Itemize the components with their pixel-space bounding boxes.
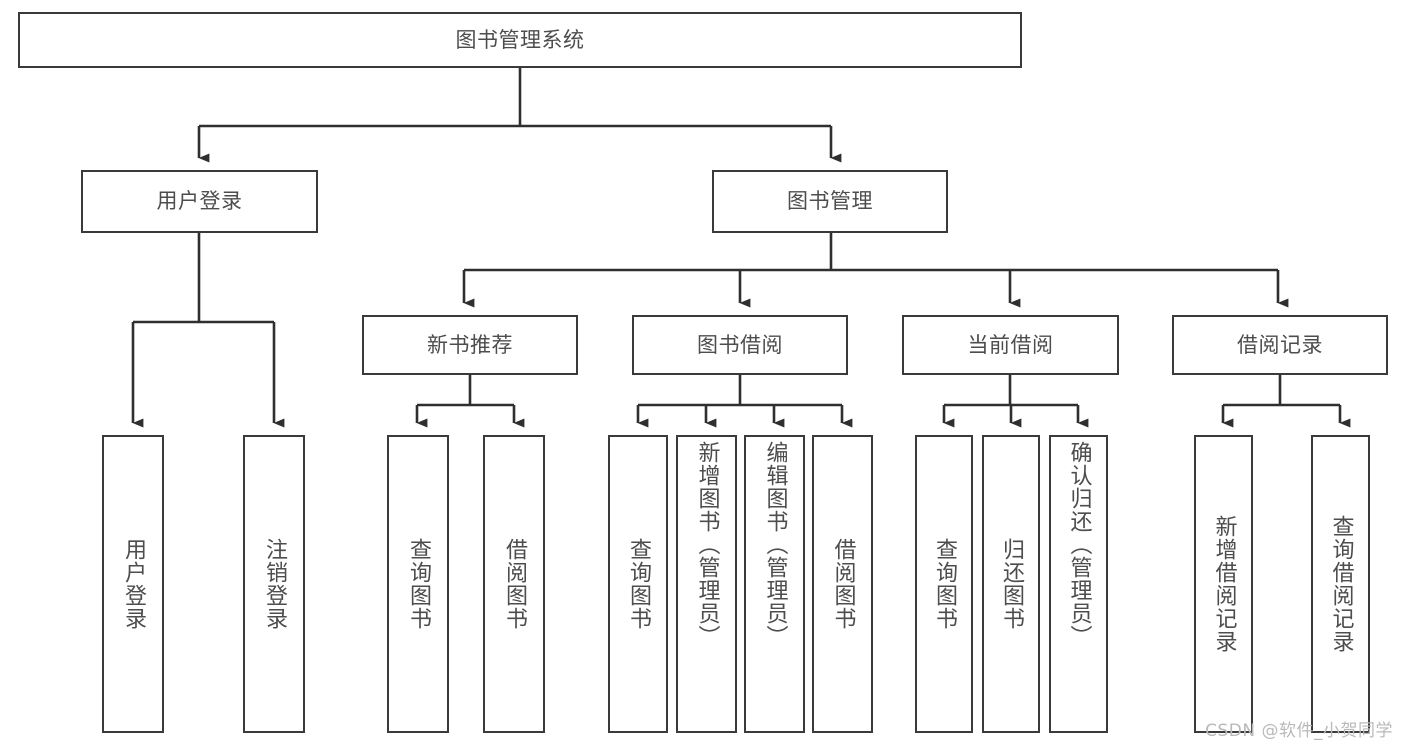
- node-leaf-confirm-return-label: 确认归还（管理员）: [1066, 441, 1092, 648]
- node-leaf-user-logout[interactable]: 注销登录: [243, 435, 305, 733]
- node-leaf-user-login-label: 用户登录: [121, 538, 146, 630]
- node-root[interactable]: 图书管理系统: [18, 12, 1022, 68]
- node-borrow-record-label: 借阅记录: [1237, 332, 1323, 357]
- node-leaf-user-logout-label: 注销登录: [262, 538, 287, 630]
- node-leaf-borrow-book-2[interactable]: 借阅图书: [812, 435, 873, 733]
- node-new-book-recommend-label: 新书推荐: [427, 332, 513, 357]
- node-leaf-add-record[interactable]: 新增借阅记录: [1194, 435, 1253, 733]
- node-leaf-add-book[interactable]: 新增图书（管理员）: [676, 435, 737, 733]
- node-leaf-borrow-book-1-label: 借阅图书: [502, 538, 527, 630]
- node-leaf-edit-book-label: 编辑图书（管理员）: [762, 441, 788, 648]
- node-leaf-borrow-book-1[interactable]: 借阅图书: [483, 435, 545, 733]
- node-user-login-label: 用户登录: [156, 189, 243, 214]
- node-leaf-return-book-label: 归还图书: [999, 538, 1024, 630]
- node-leaf-query-book-2[interactable]: 查询图书: [608, 435, 668, 733]
- node-leaf-query-book-3[interactable]: 查询图书: [915, 435, 973, 733]
- node-leaf-add-book-label: 新增图书（管理员）: [694, 441, 720, 648]
- node-leaf-query-book-1[interactable]: 查询图书: [387, 435, 449, 733]
- node-book-manage[interactable]: 图书管理: [712, 170, 948, 233]
- node-leaf-borrow-book-2-label: 借阅图书: [830, 538, 856, 630]
- node-leaf-edit-book[interactable]: 编辑图书（管理员）: [744, 435, 805, 733]
- node-leaf-query-book-3-label: 查询图书: [932, 538, 957, 630]
- node-borrow-record[interactable]: 借阅记录: [1172, 315, 1388, 375]
- node-book-borrow-label: 图书借阅: [697, 332, 783, 357]
- csdn-watermark: CSDN @软件_小贺同学: [1205, 721, 1393, 741]
- node-leaf-query-book-2-label: 查询图书: [626, 538, 651, 630]
- node-leaf-confirm-return[interactable]: 确认归还（管理员）: [1049, 435, 1108, 733]
- node-leaf-query-record[interactable]: 查询借阅记录: [1311, 435, 1370, 733]
- node-new-book-recommend[interactable]: 新书推荐: [362, 315, 578, 375]
- node-leaf-add-record-label: 新增借阅记录: [1211, 515, 1237, 653]
- node-leaf-user-login[interactable]: 用户登录: [102, 435, 164, 733]
- node-book-borrow[interactable]: 图书借阅: [632, 315, 848, 375]
- node-current-borrow[interactable]: 当前借阅: [902, 315, 1119, 375]
- node-current-borrow-label: 当前借阅: [967, 332, 1054, 357]
- node-leaf-return-book[interactable]: 归还图书: [982, 435, 1040, 733]
- node-book-manage-label: 图书管理: [787, 189, 873, 214]
- node-root-label: 图书管理系统: [455, 27, 585, 52]
- node-leaf-query-record-label: 查询借阅记录: [1328, 515, 1354, 653]
- node-user-login[interactable]: 用户登录: [81, 170, 318, 233]
- node-leaf-query-book-1-label: 查询图书: [406, 538, 431, 630]
